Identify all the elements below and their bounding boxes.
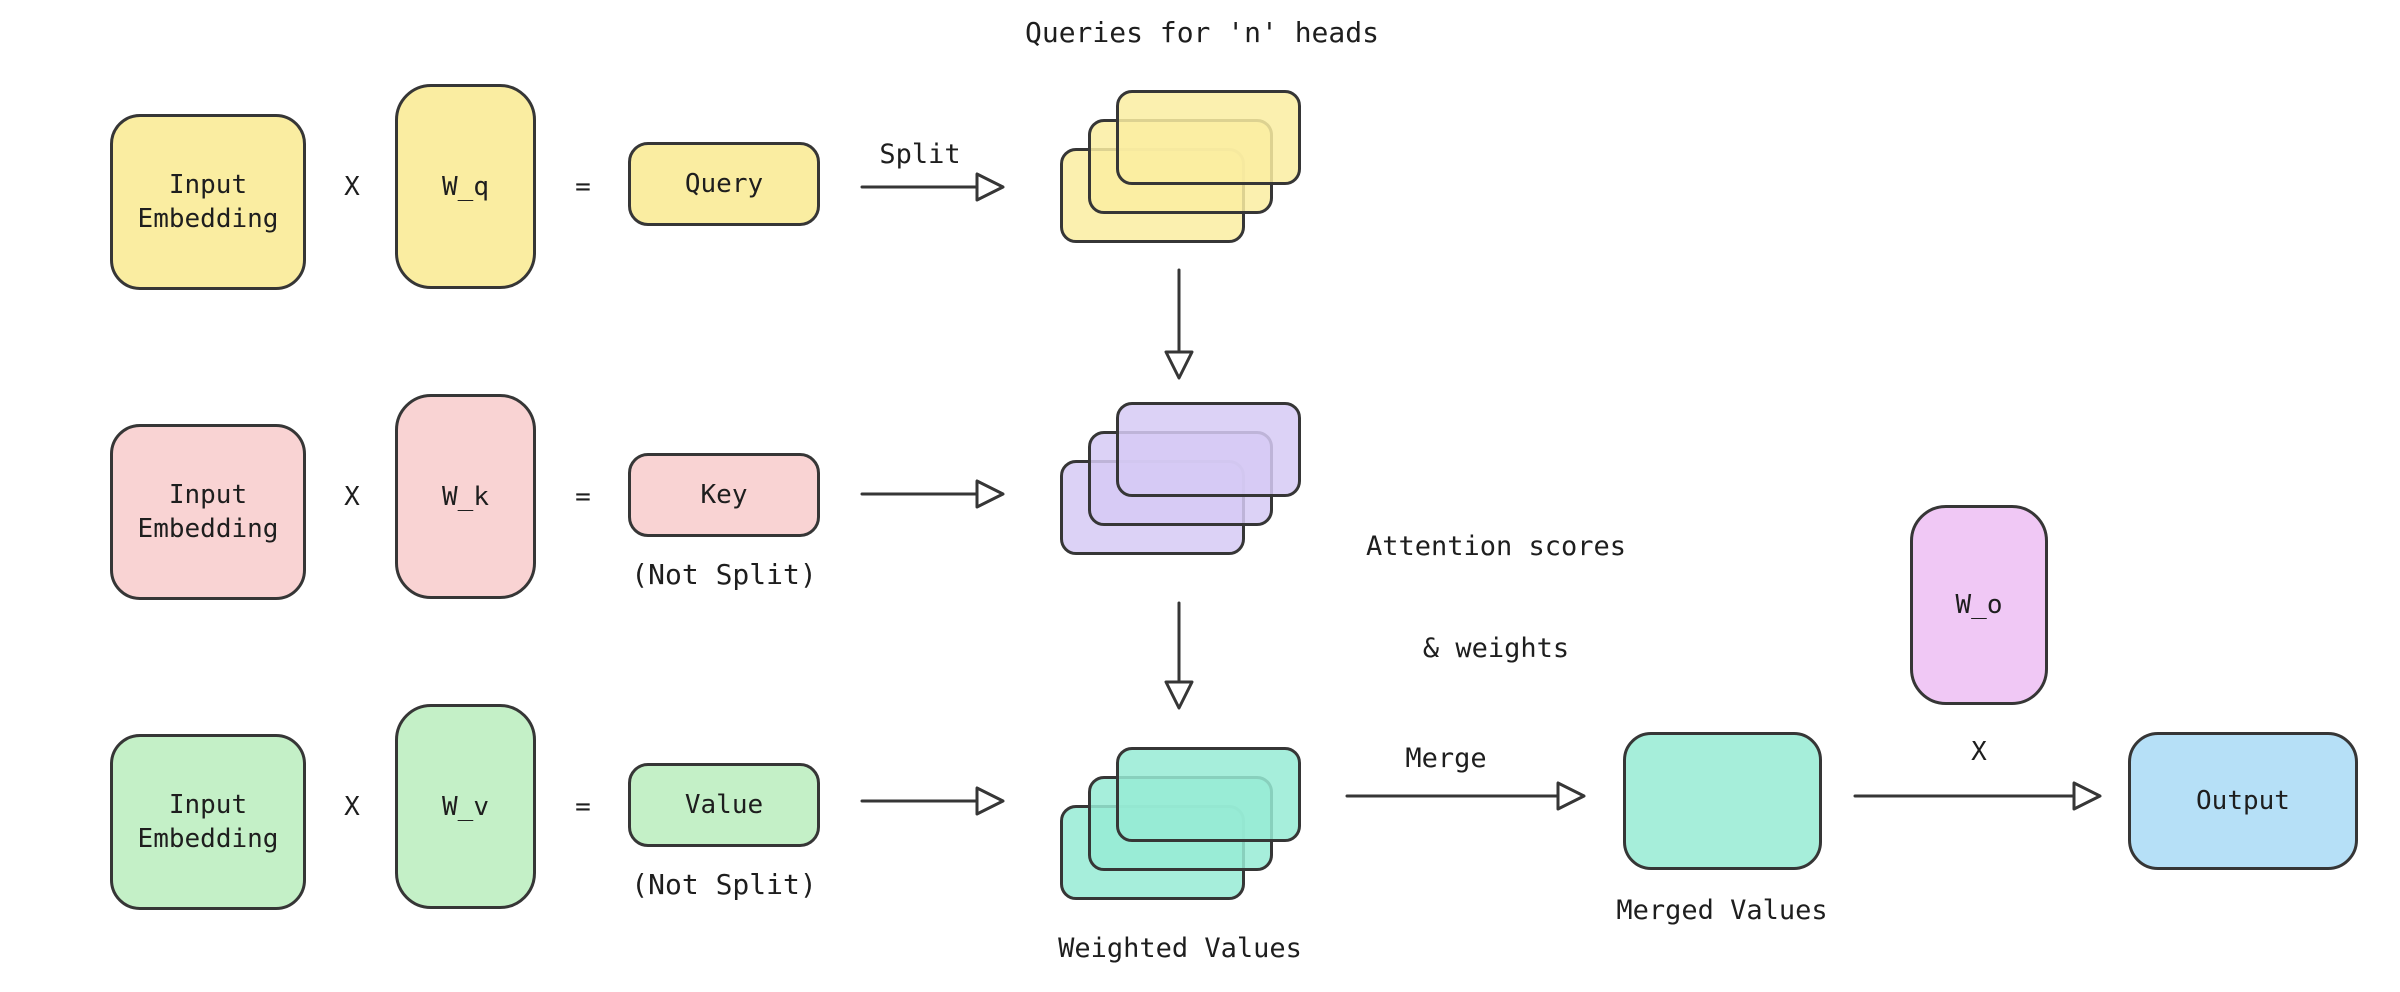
multiply-sign-query: X: [344, 172, 360, 202]
value-not-split-note: (Not Split): [631, 868, 817, 901]
output-arrow: [1853, 781, 2102, 811]
equals-sign-query: =: [575, 172, 591, 202]
wq-weight-box: W_q: [395, 84, 536, 289]
key-not-split-note: (Not Split): [631, 558, 817, 591]
wk-label: W_k: [442, 481, 489, 512]
key-box: Key: [628, 453, 820, 537]
split-arrow: [860, 172, 1005, 202]
queries-stack-card-front: [1116, 90, 1301, 185]
query-label: Query: [684, 169, 764, 199]
merge-arrow: [1345, 781, 1586, 811]
attention-scores-label: Attention scores & weights: [1358, 462, 1634, 734]
input-embedding-value-line2: Embedding: [137, 824, 279, 854]
attention-scores-line1: Attention scores: [1365, 531, 1627, 562]
multiply-sign-value: X: [344, 792, 360, 822]
split-label: Split: [879, 139, 961, 170]
key-label: Key: [700, 480, 748, 510]
weighted-stack-card-front: [1116, 747, 1301, 842]
down-arrow-queries: [1164, 268, 1194, 380]
key-arrow: [860, 479, 1005, 509]
input-embedding-query-line2: Embedding: [137, 204, 279, 234]
input-embedding-query-line1: Input: [168, 170, 248, 200]
w-o-box: W_o: [1910, 505, 2048, 705]
merged-values-label: Merged Values: [1616, 895, 1828, 926]
merged-values-box: [1623, 732, 1822, 870]
input-embedding-key-line1: Input: [168, 480, 248, 510]
w-o-label: W_o: [1955, 590, 2003, 620]
equals-sign-value: =: [575, 792, 591, 822]
weighted-values-label: Weighted Values: [1058, 933, 1302, 964]
input-embedding-value-line1: Input: [168, 790, 248, 820]
wv-label: W_v: [442, 791, 489, 822]
attention-stack-card-front: [1116, 402, 1301, 497]
wq-label: W_q: [442, 171, 489, 202]
input-embedding-key-box: Input Embedding: [110, 424, 306, 600]
equals-sign-key: =: [575, 482, 591, 512]
input-embedding-query-box: Input Embedding: [110, 114, 306, 290]
merge-label: Merge: [1405, 743, 1487, 774]
multiply-sign-output: X: [1971, 737, 1987, 767]
queries-heads-title: Queries for 'n' heads: [1024, 16, 1379, 49]
input-embedding-key-line2: Embedding: [137, 514, 279, 544]
wk-weight-box: W_k: [395, 394, 536, 599]
attention-scores-line2: & weights: [1422, 633, 1570, 664]
down-arrow-attention: [1164, 601, 1194, 710]
wv-weight-box: W_v: [395, 704, 536, 909]
value-box: Value: [628, 763, 820, 847]
query-box: Query: [628, 142, 820, 226]
output-label: Output: [2196, 786, 2290, 816]
output-box: Output: [2128, 732, 2358, 870]
input-embedding-value-box: Input Embedding: [110, 734, 306, 910]
value-label: Value: [684, 790, 764, 820]
value-arrow: [860, 786, 1005, 816]
multiply-sign-key: X: [344, 482, 360, 512]
